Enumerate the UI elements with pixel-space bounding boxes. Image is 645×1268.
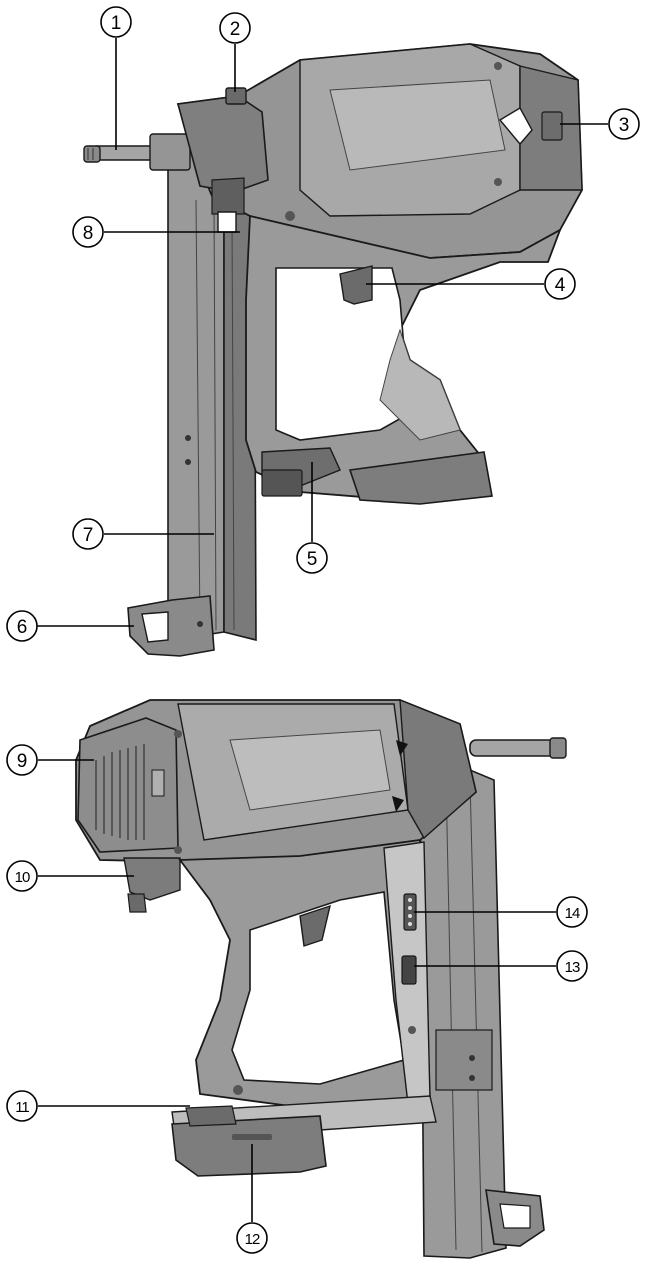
magazine-rail	[167, 138, 257, 642]
callout-11: 11	[6, 1090, 190, 1122]
rear-view: 9 10 11 12 13 14	[6, 698, 588, 1259]
callout-4: 4	[366, 268, 576, 300]
callout-9: 9	[6, 744, 94, 776]
callout-8: 8	[72, 216, 240, 248]
callout-8-number: 8	[83, 223, 94, 244]
callout-3-number: 3	[619, 115, 630, 136]
callout-13: 13	[414, 950, 588, 982]
callout-14-number: 14	[565, 905, 580, 922]
callout-7: 7	[72, 518, 214, 550]
contact-nosepiece	[127, 595, 215, 657]
callout-6-number: 6	[17, 617, 28, 638]
callout-1-number: 1	[111, 13, 122, 34]
callout-7-number: 7	[83, 525, 94, 546]
motor-housing-rear	[75, 698, 478, 913]
callout-2: 2	[219, 12, 251, 92]
side-view: 1 2 3 4 5 6 7	[6, 6, 640, 657]
callout-1: 1	[100, 6, 132, 150]
callout-11-number: 11	[15, 1099, 29, 1116]
vent-grille	[95, 744, 145, 840]
callout-9-number: 9	[17, 751, 28, 772]
handle-rear	[171, 838, 437, 1177]
depth-adjuster	[83, 133, 191, 171]
callout-14: 14	[414, 896, 588, 928]
callout-13-number: 13	[565, 959, 580, 976]
callout-5-number: 5	[307, 549, 318, 570]
callout-4-number: 4	[555, 275, 566, 296]
handle	[245, 214, 562, 505]
callout-5: 5	[296, 462, 328, 574]
callout-6: 6	[6, 610, 134, 642]
depth-adjuster-rear	[469, 737, 567, 759]
callout-12-number: 12	[245, 1231, 260, 1248]
callout-3: 3	[560, 108, 640, 140]
callout-10-number: 10	[15, 869, 30, 886]
motor-housing	[176, 43, 583, 259]
callout-12: 12	[236, 1144, 268, 1254]
callout-2-number: 2	[230, 19, 241, 40]
callout-10: 10	[6, 860, 134, 892]
magazine-rail-rear	[419, 769, 545, 1259]
